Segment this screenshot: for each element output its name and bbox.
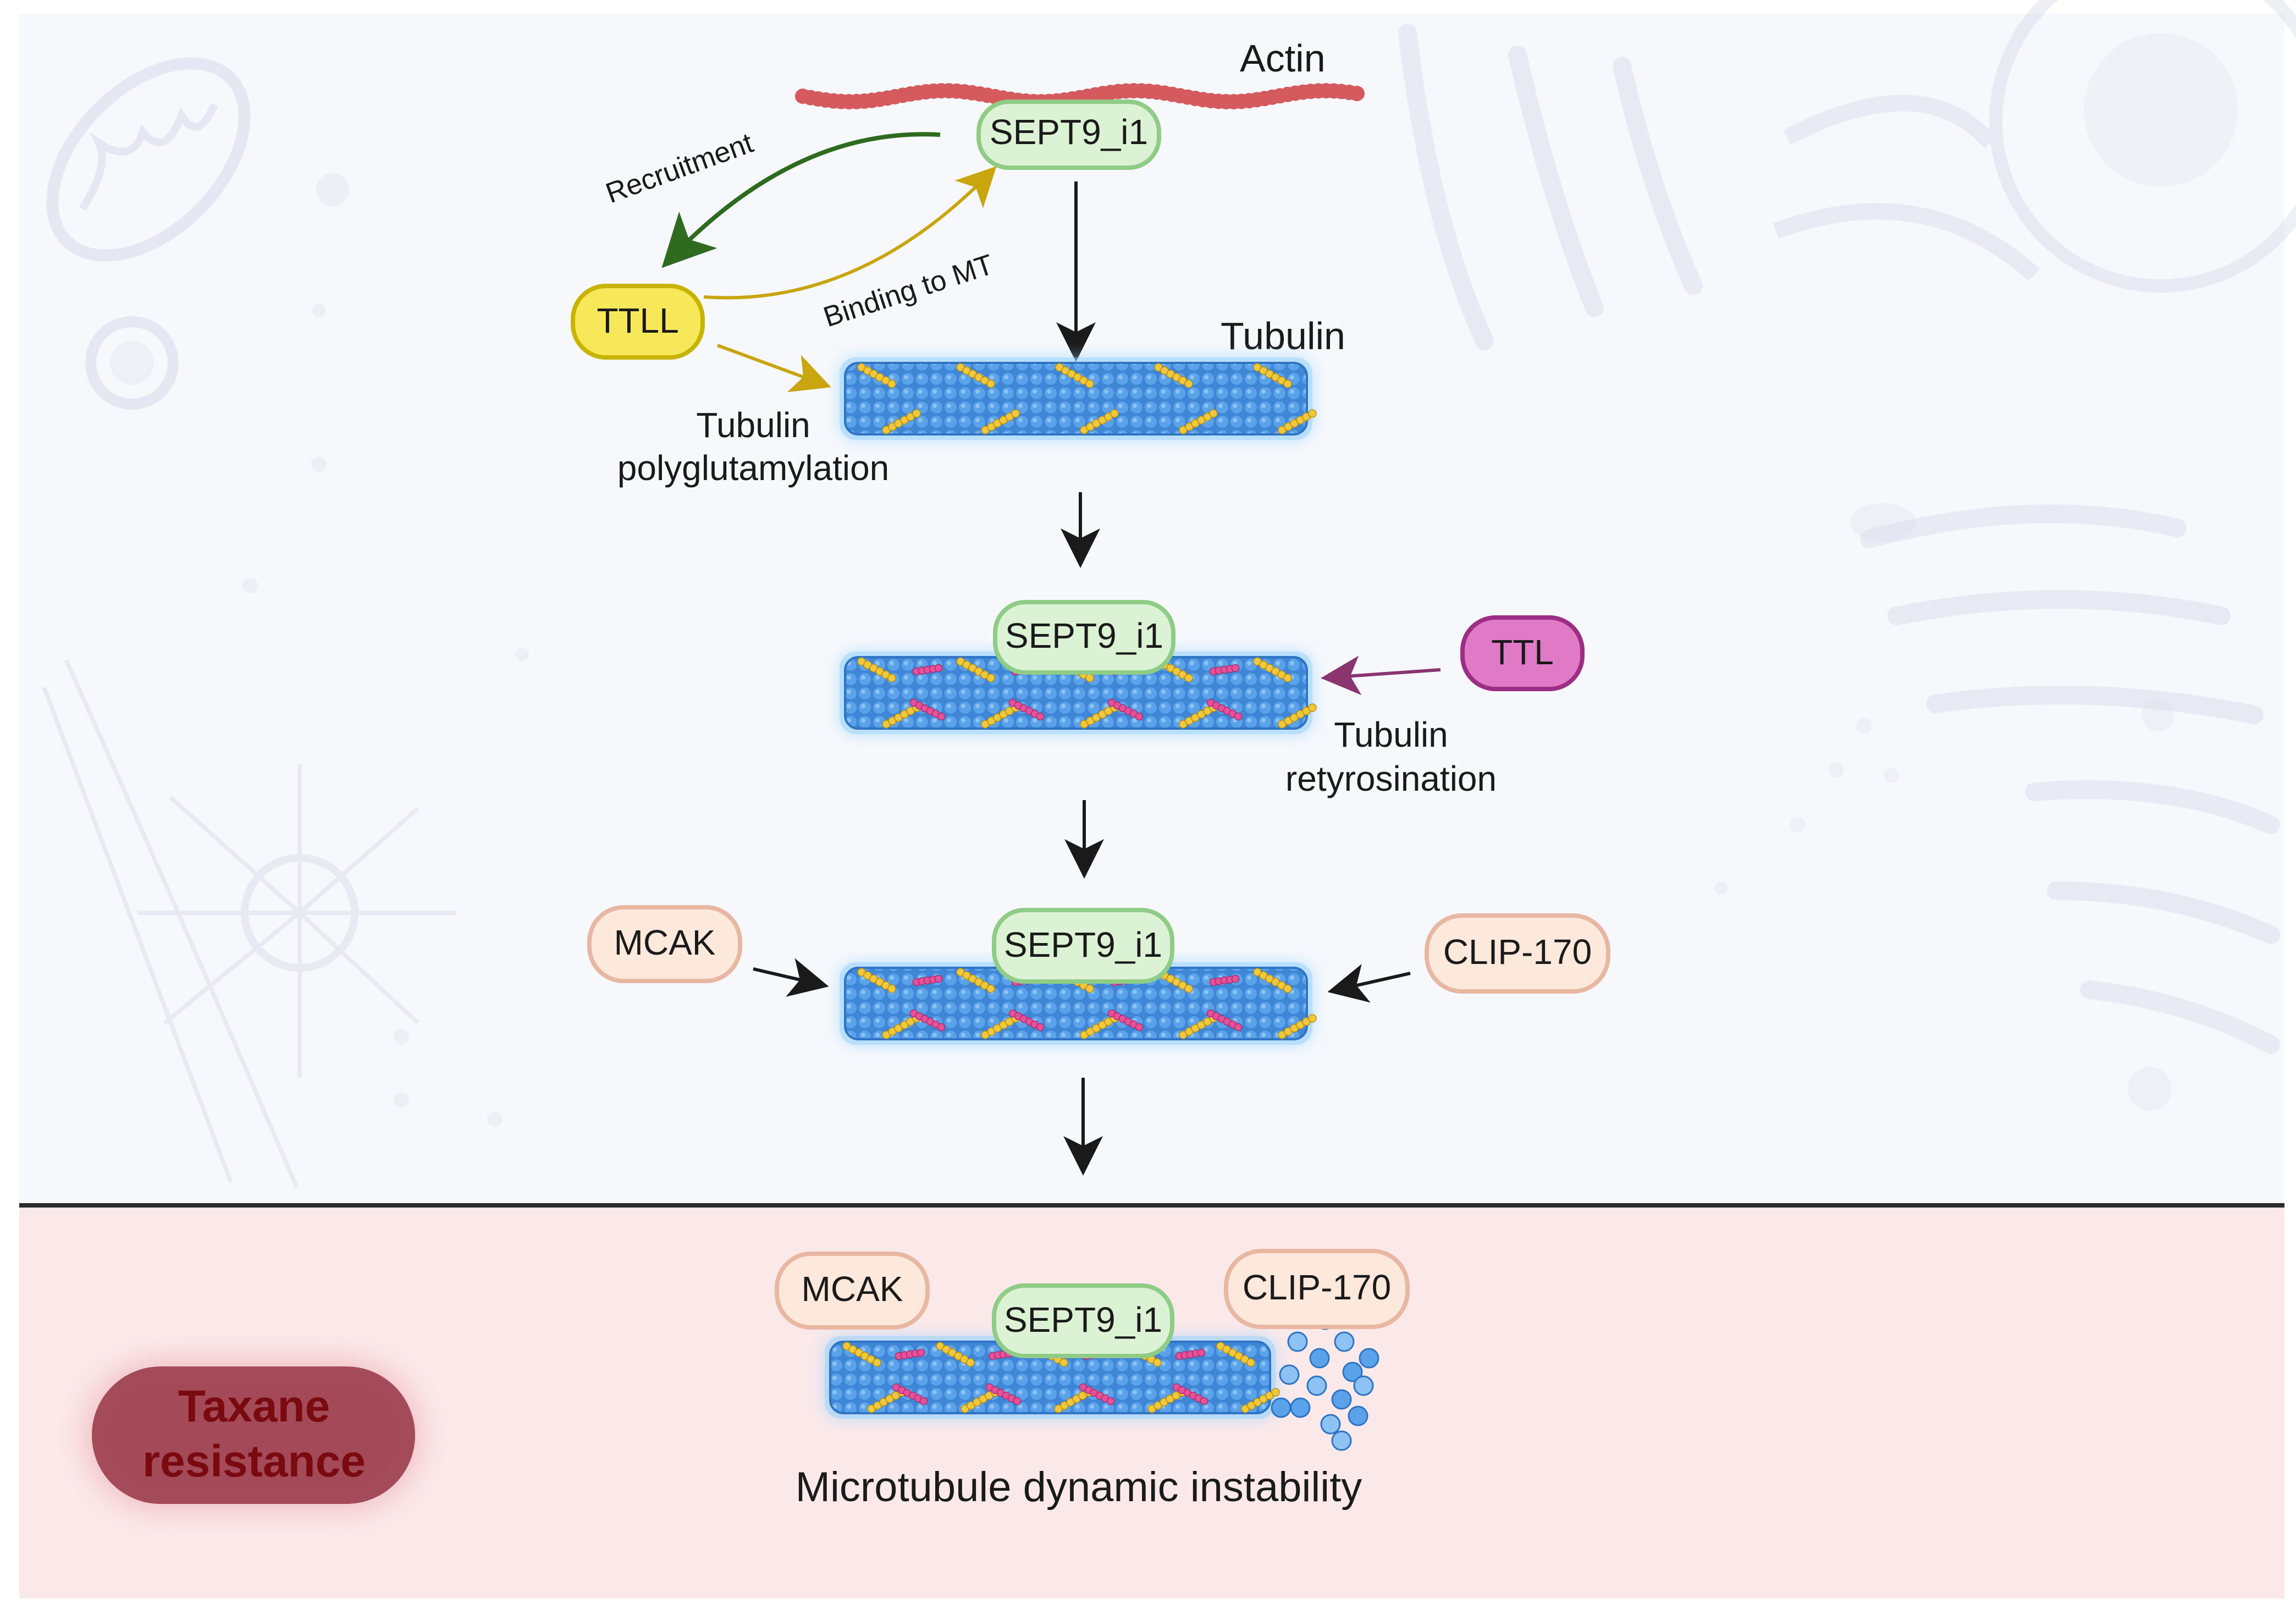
cell-nucleus-icon [1773,0,2296,293]
retyrosination-label-line1: Tubulin [1334,715,1448,754]
sept9-step3-pill: SEPT9_i1 [992,908,1174,984]
mcak-bottom-pill: MCAK [775,1252,930,1330]
tubulin-dimers-releasing [1271,1309,1379,1451]
taxane-resistance-badge: Taxane resistance [88,1364,418,1507]
mcak-step3-pill: MCAK [587,905,742,983]
ttl-label: TTL [1491,632,1554,672]
instability-label: Microtubule dynamic instability [796,1464,1362,1511]
sept9-bottom-label: SEPT9_i1 [1004,1300,1162,1340]
microtubule-2 [840,652,1317,734]
clip170-arrow [1327,964,1411,1003]
centrosome-icon [42,659,456,1189]
tubulin-label: Tubulin [1221,315,1345,357]
endoplasmic-reticulum-icon [1398,24,2280,1054]
mcak-bottom-label: MCAK [802,1269,903,1309]
ttl-pill: TTL [1460,615,1585,691]
vesicle-icon [85,173,529,1127]
ttll-label: TTLL [597,301,678,340]
golgi-icon [1714,503,2174,1111]
ttll-pill: TTLL [571,284,705,360]
sept9-top-pill: SEPT9_i1 [976,100,1161,170]
clip170-step3-label: CLIP-170 [1443,932,1592,972]
microtubule-3 [840,962,1317,1045]
sept9-bottom-pill: SEPT9_i1 [992,1283,1174,1358]
sept9-step2-pill: SEPT9_i1 [993,600,1175,675]
sept9-step2-label: SEPT9_i1 [1005,616,1163,655]
polyglutamylation-label-line2: polyglutamylation [617,448,890,488]
microtubule-1 [840,357,1317,440]
sept9-top-label: SEPT9_i1 [990,112,1148,152]
retyrosination-label-line2: retyrosination [1285,759,1497,798]
sept9-step3-label: SEPT9_i1 [1004,925,1162,964]
polyglutamylation-arrow [716,344,831,393]
clip170-bottom-label: CLIP-170 [1243,1267,1391,1307]
retyrosination-arrow [1321,655,1441,696]
mcak-step3-label: MCAK [614,923,716,962]
polyglutamylation-label-line1: Tubulin [696,405,810,445]
mcak-arrow [753,958,829,997]
mitochondrion-icon [46,57,251,262]
binding-to-mt-arrow [703,166,997,300]
taxane-label-line1: Taxane [178,1381,330,1431]
taxane-label-line2: resistance [142,1436,366,1486]
recruitment-arrow [661,132,941,268]
actin-label: Actin [1240,37,1326,80]
clip170-step3-pill: CLIP-170 [1425,913,1610,994]
clip170-bottom-pill: CLIP-170 [1224,1249,1410,1329]
